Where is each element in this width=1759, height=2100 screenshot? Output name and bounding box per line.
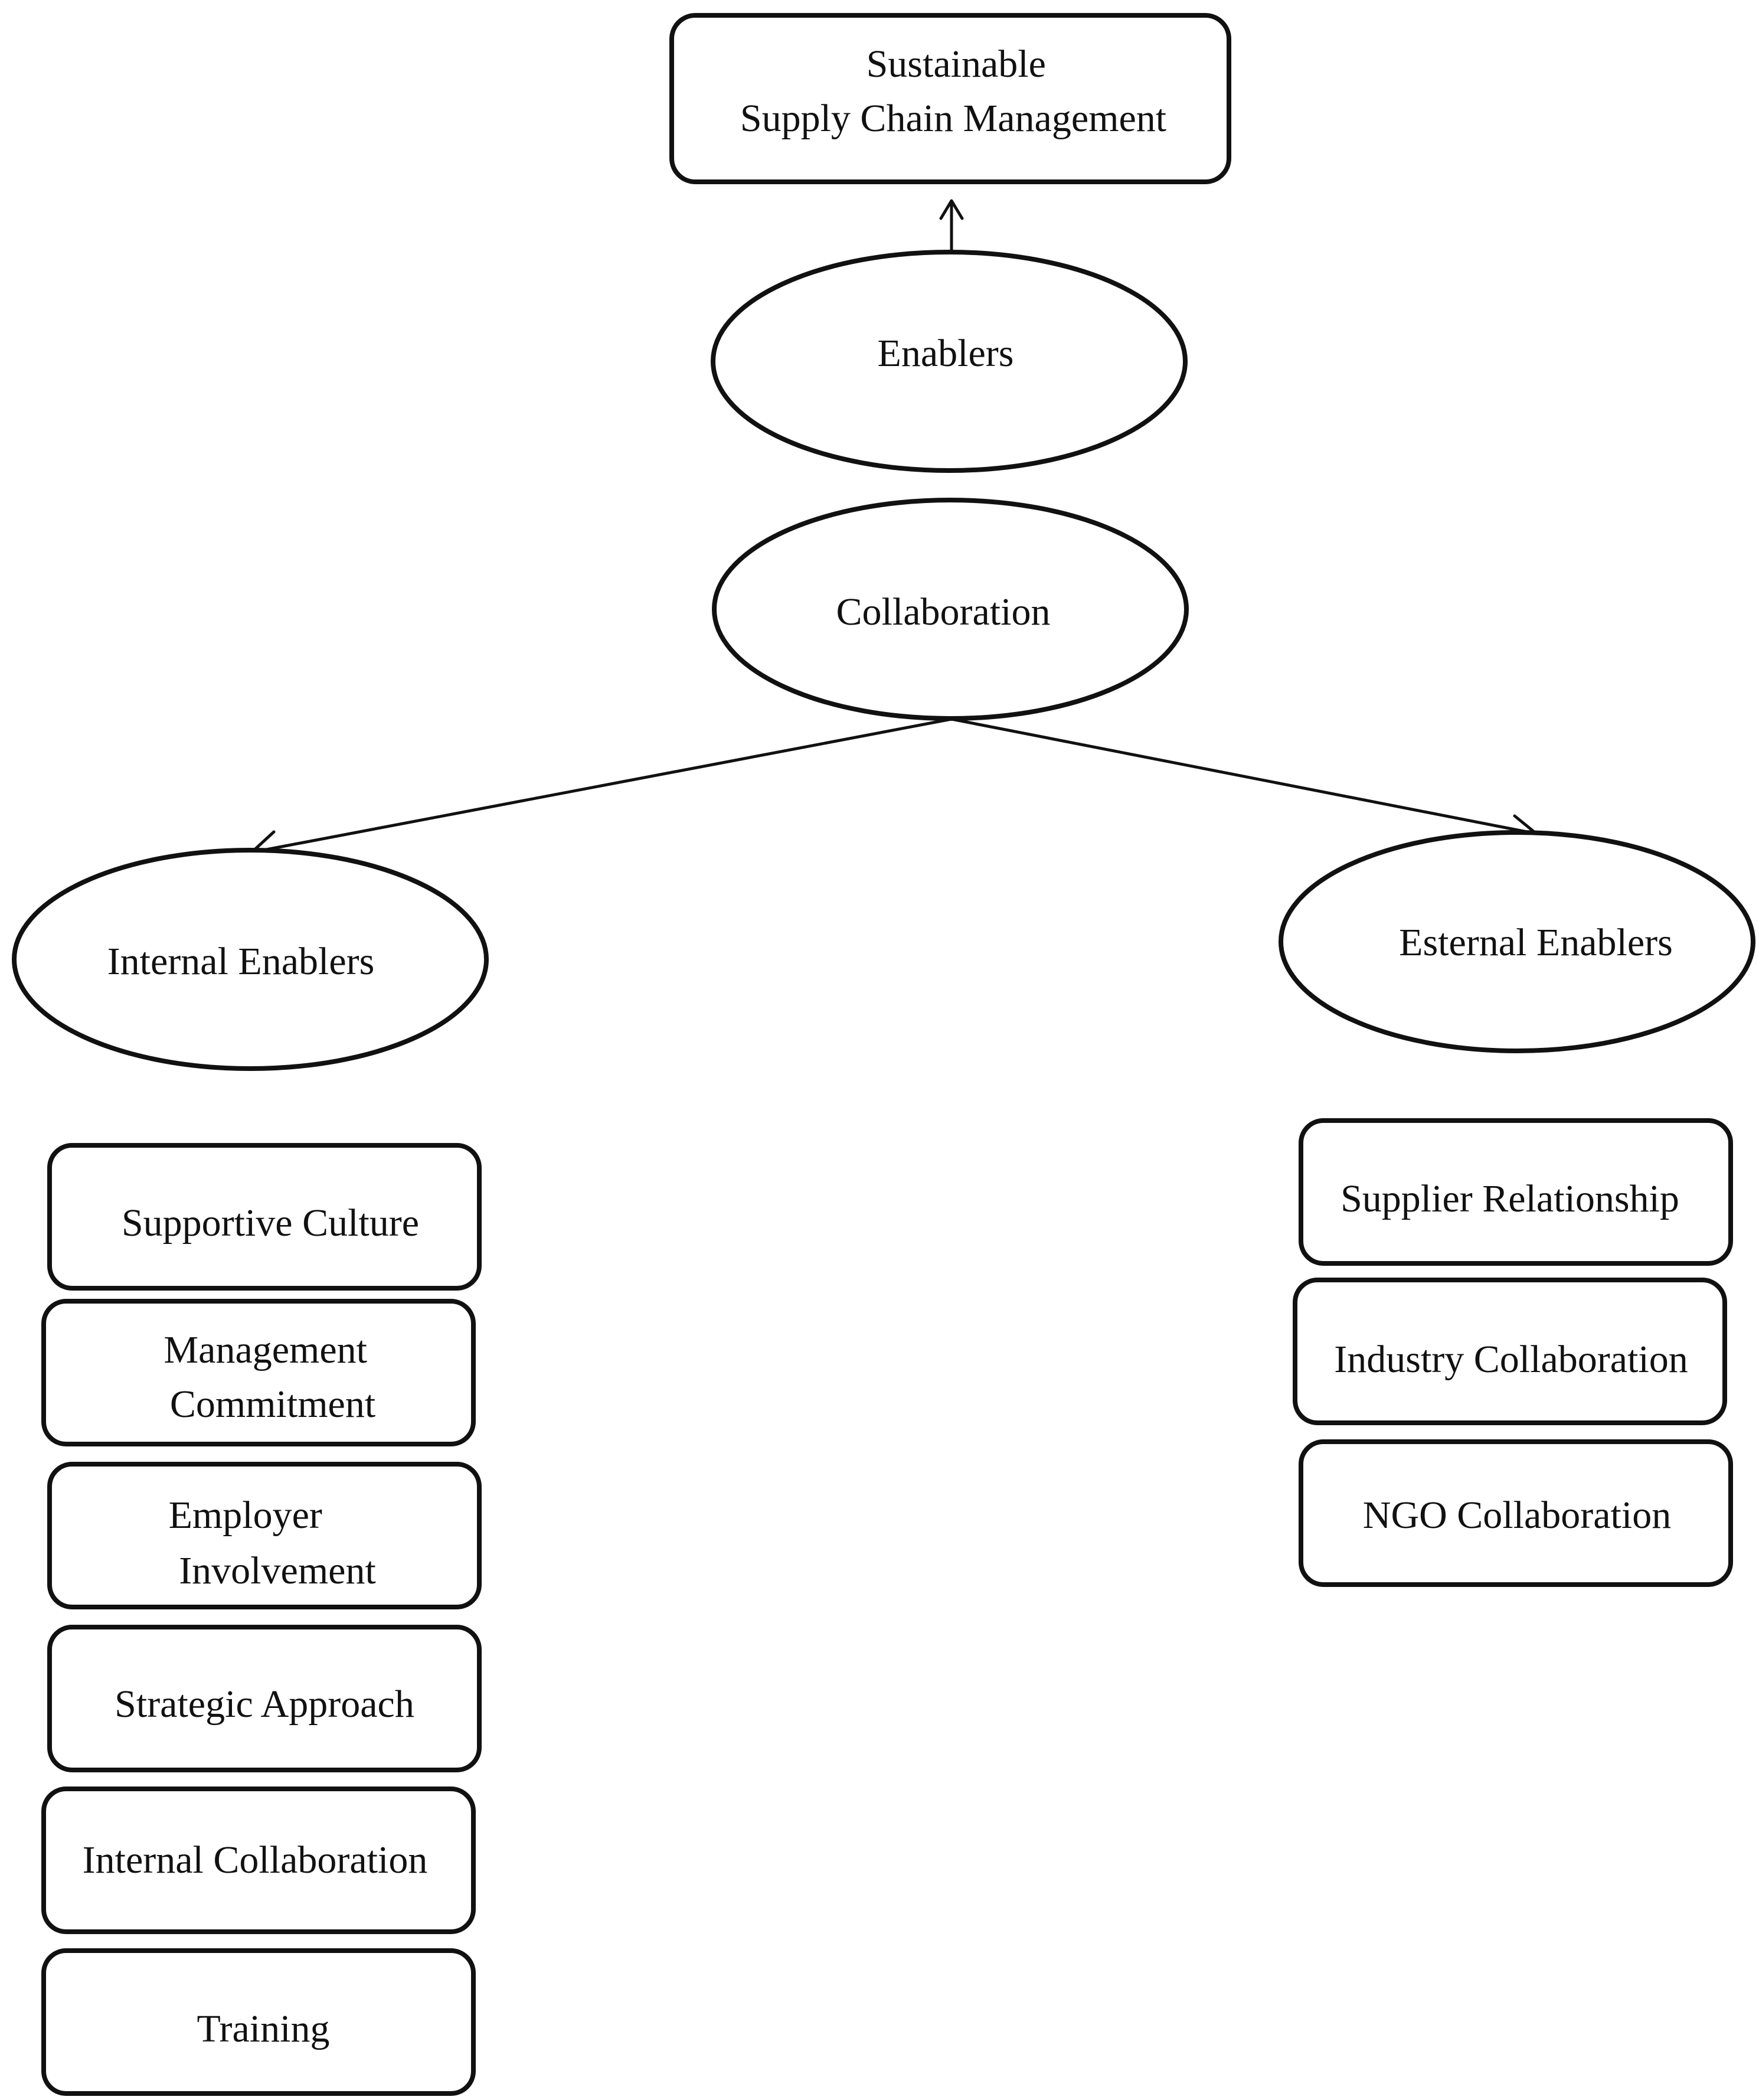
- internal-item-supportive-culture: Supportive Culture: [47, 1143, 482, 1291]
- item-line: Involvement: [179, 1549, 376, 1592]
- internal-item-management-commitment: Management Commitment: [41, 1299, 476, 1446]
- internal-item-internal-collaboration: Internal Collaboration: [41, 1787, 476, 1934]
- enablers-label: Enablers: [878, 332, 1014, 375]
- item-line: Industry Collaboration: [1334, 1338, 1688, 1381]
- item-line: Training: [197, 2007, 330, 2050]
- item-line: Supplier Relationship: [1340, 1177, 1679, 1220]
- item-line: Strategic Approach: [115, 1683, 414, 1726]
- internal-item-label: Management Commitment: [164, 1328, 377, 1426]
- internal-items: Supportive Culture Management Commitment…: [41, 1143, 482, 2096]
- external-item-ngo-collaboration: NGO Collaboration: [1299, 1439, 1733, 1587]
- external-item-label: Industry Collaboration: [1334, 1338, 1688, 1381]
- item-line: Internal Collaboration: [83, 1838, 428, 1882]
- external-item-label: NGO Collaboration: [1363, 1494, 1671, 1537]
- item-line: Supportive Culture: [122, 1201, 419, 1245]
- root-node: Sustainable Supply Chain Management: [669, 13, 1231, 184]
- edge-collaboration-to-external: [951, 717, 1536, 835]
- internal-item-strategic-approach: Strategic Approach: [47, 1625, 482, 1772]
- root-label: Sustainable Supply Chain Management: [740, 43, 1166, 140]
- internal-enablers-label: Internal Enablers: [107, 940, 375, 983]
- external-item-supplier-relationship: Supplier Relationship: [1299, 1118, 1733, 1266]
- root-label-line-2: Supply Chain Management: [740, 97, 1166, 140]
- internal-item-training: Training: [41, 1948, 476, 2096]
- internal-enablers-node: Internal Enablers: [12, 848, 489, 1071]
- internal-item-label: Strategic Approach: [115, 1683, 414, 1726]
- external-item-label: Supplier Relationship: [1340, 1177, 1679, 1220]
- external-enablers-label: Esternal Enablers: [1399, 921, 1673, 964]
- arrowhead-root: [939, 199, 964, 220]
- collaboration-label: Collaboration: [836, 590, 1051, 633]
- internal-item-label: Employer Involvement: [169, 1494, 376, 1592]
- edge-collaboration-to-internal: [253, 717, 952, 854]
- internal-item-label: Training: [197, 2007, 330, 2050]
- internal-item-label: Internal Collaboration: [83, 1838, 428, 1882]
- item-line: NGO Collaboration: [1363, 1494, 1671, 1537]
- external-item-industry-collaboration: Industry Collaboration: [1293, 1278, 1727, 1425]
- external-items: Supplier Relationship Industry Collabora…: [1293, 1118, 1733, 1587]
- root-label-line-1: Sustainable: [867, 43, 1046, 86]
- item-line: Employer: [169, 1494, 322, 1537]
- external-enablers-node: Esternal Enablers: [1279, 830, 1755, 1053]
- item-line: Commitment: [170, 1383, 375, 1426]
- item-line: Management: [164, 1328, 367, 1371]
- internal-item-employer-involvement: Employer Involvement: [47, 1462, 482, 1609]
- collaboration-node: Collaboration: [712, 498, 1189, 721]
- enablers-node: Enablers: [711, 250, 1188, 473]
- internal-item-label: Supportive Culture: [122, 1201, 419, 1245]
